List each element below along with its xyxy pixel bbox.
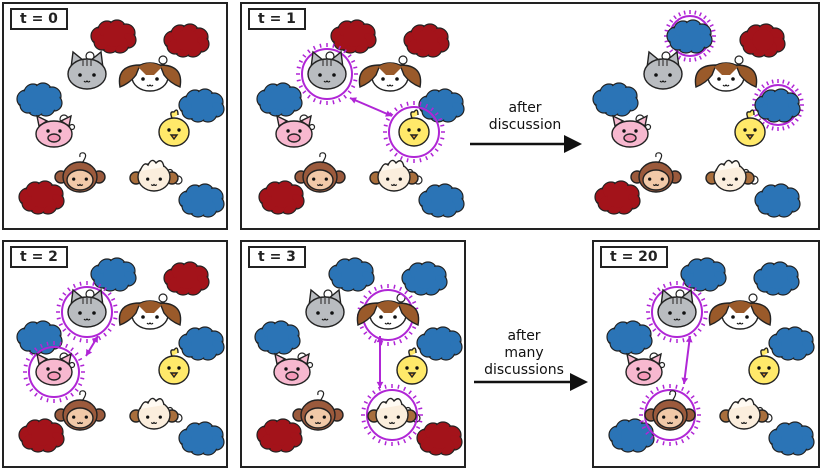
highlight-halo — [296, 43, 358, 105]
sheep-icon — [719, 397, 769, 430]
blue-opinion-cloud — [16, 320, 76, 369]
red-opinion-cloud — [404, 406, 463, 456]
time-label-t20: t = 20 — [600, 246, 668, 268]
red-opinion-cloud — [18, 403, 78, 453]
interaction-arrow — [349, 97, 393, 117]
blue-opinion-cloud — [608, 403, 668, 453]
sheep-icon — [129, 397, 179, 430]
pig-icon — [273, 352, 311, 386]
blue-opinion-cloud — [606, 320, 666, 369]
dog-icon — [356, 300, 420, 330]
sheep-icon — [705, 159, 755, 192]
chick-icon — [158, 347, 190, 385]
caption-line: after — [508, 100, 542, 116]
blue-opinion-cloud — [756, 326, 815, 375]
red-opinion-cloud — [594, 165, 654, 215]
caption-after-discussion: after discussion — [480, 100, 570, 134]
interaction-arrow — [376, 336, 384, 388]
chick-icon — [748, 347, 780, 385]
red-opinion-cloud — [256, 403, 316, 453]
monkey-icon — [294, 152, 346, 193]
cat-icon — [307, 50, 347, 90]
caption-line: many — [504, 345, 544, 361]
dog-icon — [708, 300, 772, 330]
dog-icon — [694, 62, 758, 92]
time-label-t2: t = 2 — [10, 246, 68, 268]
blue-opinion-cloud — [404, 326, 463, 375]
progression-arrow — [474, 373, 588, 391]
interaction-arrow — [681, 335, 693, 385]
chick-icon — [396, 347, 428, 385]
caption-line: discussions — [484, 362, 564, 378]
time-label-t0: t = 0 — [10, 8, 68, 30]
highlight-halo — [361, 384, 423, 446]
pig-icon — [35, 352, 73, 386]
blue-opinion-cloud — [166, 168, 225, 218]
cat-icon — [67, 50, 107, 90]
blue-opinion-cloud — [389, 261, 448, 310]
monkey-icon — [54, 152, 106, 193]
time-label-t3: t = 3 — [248, 246, 306, 268]
blue-opinion-cloud — [254, 320, 314, 369]
time-label-t1: t = 1 — [248, 8, 306, 30]
red-opinion-cloud — [18, 165, 78, 215]
dog-icon — [118, 300, 182, 330]
blue-opinion-cloud — [756, 406, 815, 456]
red-opinion-cloud — [318, 19, 377, 68]
interaction-arrow — [85, 335, 99, 357]
blue-opinion-cloud — [668, 257, 727, 306]
dog-icon — [118, 62, 182, 92]
sheep-icon — [369, 159, 419, 192]
chick-icon — [158, 109, 190, 147]
blue-opinion-cloud — [256, 82, 316, 131]
chick-icon — [734, 109, 766, 147]
highlight-halo — [23, 341, 85, 403]
cat-icon — [305, 288, 345, 328]
blue-opinion-cloud — [16, 82, 76, 131]
pig-icon — [611, 114, 649, 148]
monkey-icon — [644, 390, 696, 431]
caption-line: discussion — [488, 117, 562, 133]
red-opinion-cloud — [391, 23, 450, 72]
blue-opinion-cloud — [741, 261, 800, 310]
monkey-icon — [630, 152, 682, 193]
chick-icon — [398, 109, 430, 147]
red-opinion-cloud — [727, 23, 786, 72]
blue-opinion-cloud — [742, 88, 801, 137]
dog-icon — [358, 62, 422, 92]
pig-icon — [275, 114, 313, 148]
blue-opinion-cloud — [742, 168, 801, 218]
blue-opinion-cloud — [316, 257, 375, 306]
pig-icon — [625, 352, 663, 386]
blue-opinion-cloud — [78, 257, 137, 306]
caption-after-many-discussions: after many discussions — [476, 328, 572, 379]
cat-icon — [657, 288, 697, 328]
red-opinion-cloud — [151, 261, 210, 310]
highlight-halo — [646, 281, 708, 343]
red-opinion-cloud — [78, 19, 137, 68]
monkey-icon — [292, 390, 344, 431]
cat-icon — [67, 288, 107, 328]
blue-opinion-cloud — [592, 82, 652, 131]
caption-line: after — [507, 328, 541, 344]
sheep-icon — [129, 159, 179, 192]
pig-icon — [35, 114, 73, 148]
red-opinion-cloud — [151, 23, 210, 72]
blue-opinion-cloud — [406, 168, 465, 218]
highlight-halo — [383, 101, 445, 163]
blue-opinion-cloud — [166, 88, 225, 137]
sheep-icon — [367, 397, 417, 430]
progression-arrow — [470, 135, 582, 153]
cat-icon — [643, 50, 683, 90]
blue-opinion-cloud — [654, 19, 713, 68]
monkey-icon — [54, 390, 106, 431]
